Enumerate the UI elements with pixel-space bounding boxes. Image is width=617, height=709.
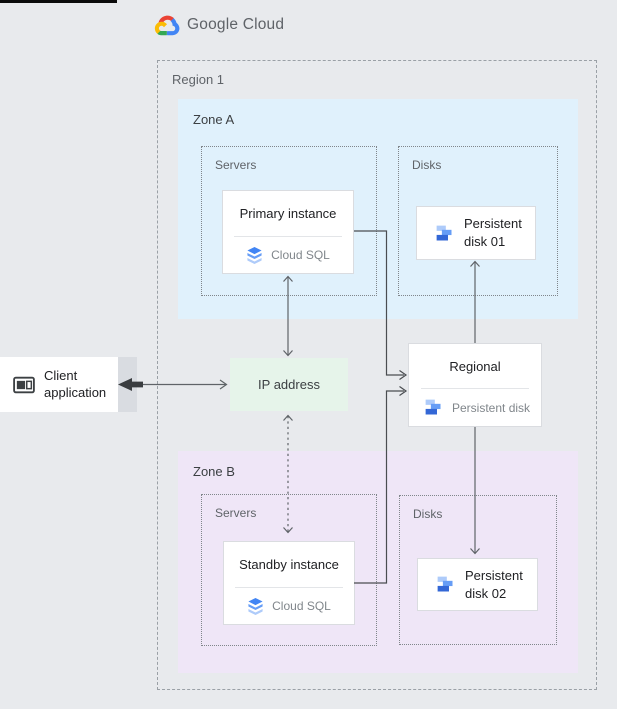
regional-disk-title: Regional — [449, 358, 501, 374]
zone-a-servers-group: Servers Primary instance Cloud SQL — [201, 146, 377, 296]
client-application-card: Client application — [0, 357, 118, 412]
primary-instance-title: Primary instance — [239, 206, 337, 221]
logo-text: Google Cloud — [187, 16, 285, 33]
client-application-icon — [13, 376, 35, 393]
regional-disk-product: Persistent disk — [409, 389, 541, 426]
card-divider — [235, 587, 343, 588]
client-application-label: Client application — [44, 367, 107, 400]
zone-b-servers-group: Servers Standby instance Cloud SQL — [201, 494, 377, 646]
zone-b: Zone B Servers Standby instance Cloud SQ… — [178, 451, 578, 673]
card-divider — [234, 236, 342, 237]
primary-product-label: Cloud SQL — [271, 248, 330, 262]
google-cloud-icon — [154, 15, 180, 36]
zone-b-label: Zone B — [193, 464, 235, 479]
google-cloud-logo: Google Cloud — [154, 14, 284, 36]
client-edge-strip — [118, 357, 137, 412]
zone-b-disks-label: Disks — [413, 507, 443, 521]
standby-instance-title: Standby instance — [239, 557, 339, 572]
regional-product-label: Persistent disk — [452, 400, 531, 415]
primary-instance-card: Primary instance Cloud SQL — [222, 190, 354, 274]
zone-a-servers-label: Servers — [215, 158, 257, 172]
zone-b-servers-label: Servers — [215, 506, 257, 520]
region-label: Region 1 — [172, 72, 225, 87]
zone-a: Zone A Servers Primary instance Cloud SQ… — [178, 99, 578, 319]
primary-instance-product: Cloud SQL — [223, 237, 353, 273]
ip-address-box: IP address — [230, 358, 348, 411]
standby-instance-card: Standby instance Cloud SQL — [223, 541, 355, 625]
card-divider — [421, 388, 529, 389]
regional-disk-card: Regional Persistent disk — [408, 343, 542, 427]
persistent-disk-02-card: Persistent disk 02 — [417, 558, 538, 611]
persistent-disk-icon — [425, 399, 441, 415]
standby-instance-product: Cloud SQL — [224, 588, 354, 624]
cloud-sql-icon — [248, 597, 263, 615]
zone-a-disks-group: Disks Persistent disk 01 — [398, 146, 558, 296]
persistent-disk-01-card: Persistent disk 01 — [416, 206, 536, 260]
persistent-disk-01-label: Persistent disk 01 — [464, 216, 522, 249]
cloud-sql-icon — [247, 246, 262, 264]
persistent-disk-icon — [437, 576, 453, 592]
top-black-bar — [0, 0, 117, 3]
standby-product-label: Cloud SQL — [272, 599, 331, 613]
persistent-disk-icon — [436, 225, 452, 240]
zone-a-disks-label: Disks — [412, 158, 442, 172]
zone-a-label: Zone A — [193, 112, 235, 127]
persistent-disk-02-label: Persistent disk 02 — [465, 567, 523, 601]
zone-b-disks-group: Disks Persistent disk 02 — [399, 495, 557, 645]
